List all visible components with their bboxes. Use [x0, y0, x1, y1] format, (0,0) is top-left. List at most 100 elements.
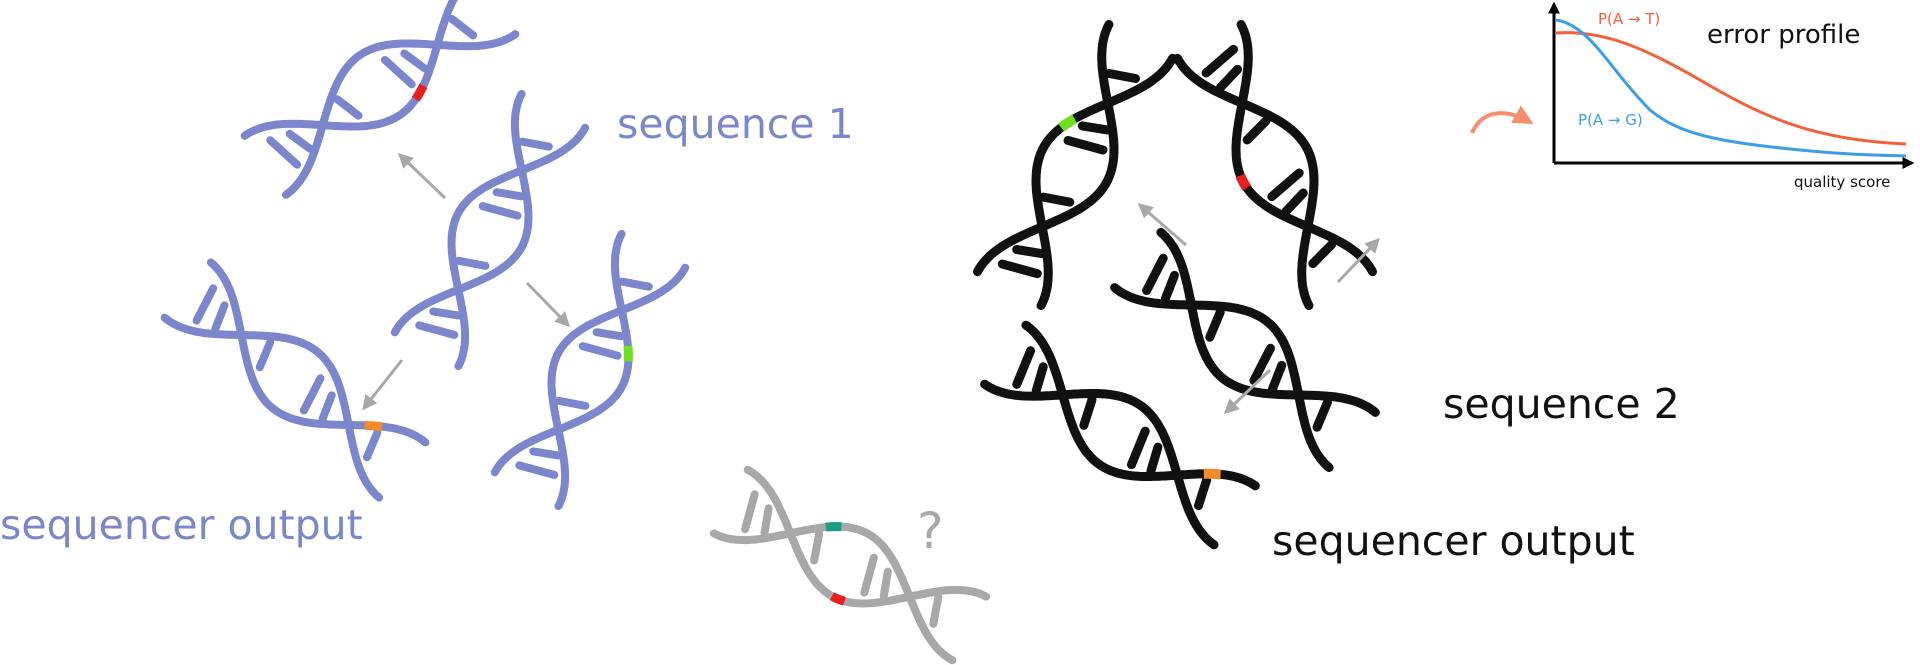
mutation-site	[623, 345, 633, 362]
base-pair-rung	[1160, 270, 1179, 304]
lineage-arrow	[525, 281, 571, 328]
base-pair-rung	[997, 259, 1042, 279]
mutation-site	[1058, 114, 1077, 132]
base-pair-rung	[1215, 64, 1243, 93]
error-profile-arrow	[1470, 105, 1534, 134]
sequencer-output-label-left: sequencer output	[0, 501, 363, 549]
helix-left-top	[240, 0, 520, 199]
helix-strand-2	[240, 0, 479, 140]
base-pair-rung	[255, 338, 275, 372]
helix-strand-1	[1110, 283, 1334, 473]
base-pair-rung	[1038, 192, 1075, 207]
base-pair-rung	[363, 428, 382, 462]
base-pair-rung	[492, 188, 526, 201]
base-pair-rung	[1193, 475, 1212, 511]
x-axis-label: quality score	[1794, 173, 1891, 191]
helix-strand-2	[1156, 227, 1380, 417]
question-mark: ?	[917, 502, 944, 560]
base-pair-rung	[810, 530, 824, 565]
base-pair-rung	[429, 307, 462, 320]
mutation-site	[411, 83, 428, 102]
base-pair-rung	[879, 567, 892, 601]
helix-query	[709, 465, 991, 665]
mutation-site	[1235, 173, 1251, 191]
sequencer-output-label-right: sequencer output	[1272, 517, 1635, 565]
base-pair-rung	[211, 301, 229, 333]
base-pair-rung	[1063, 135, 1108, 155]
helix-strand-1	[1031, 53, 1178, 311]
base-pair-rung	[380, 55, 416, 89]
helix-strand-1	[709, 522, 957, 665]
base-pair-rung	[400, 49, 429, 73]
mutation-site	[1203, 468, 1221, 480]
base-pair-rung	[1249, 343, 1275, 386]
base-pair-rung	[618, 277, 653, 291]
sequence-2-label: sequence 2	[1443, 380, 1680, 428]
base-pair-rung	[266, 136, 302, 169]
base-pair-rung	[1012, 346, 1036, 389]
base-pair-rung	[333, 95, 363, 120]
helix-strand-1	[1172, 53, 1319, 311]
base-pair-rung	[1242, 116, 1271, 145]
sequence-1-label: sequence 1	[617, 100, 854, 148]
mutation-site	[364, 420, 383, 432]
helix-right-upper	[1172, 19, 1378, 311]
series-line-a-to-t	[1555, 31, 1907, 146]
lineage-arrow	[1223, 368, 1272, 415]
base-pair-rung	[1268, 360, 1287, 394]
series-label-a-to-g: P(A → G)	[1578, 111, 1643, 129]
base-pair-rung	[529, 447, 562, 460]
base-pair-rung	[1031, 362, 1048, 396]
base-pair-rung	[1142, 253, 1168, 296]
base-pair-rung	[1205, 307, 1225, 342]
lineage-arrow	[397, 152, 447, 200]
helix-strand-1	[160, 313, 384, 502]
helix-left-center	[390, 89, 590, 371]
base-pair-rung	[415, 321, 459, 339]
base-pair-rung	[192, 284, 218, 325]
helix-strand-1	[447, 123, 590, 371]
helix-strand-1	[281, 30, 520, 199]
helix-strand-2	[490, 229, 633, 477]
base-pair-rung	[518, 137, 553, 151]
helix-right-center	[1110, 227, 1380, 473]
base-pair-rung	[1146, 442, 1163, 476]
base-pair-rung	[1312, 397, 1332, 432]
helix-left-right	[490, 229, 690, 511]
base-pair-rung	[555, 396, 590, 410]
series-label-a-to-t: P(A → T)	[1598, 10, 1661, 28]
lineage-arrow	[1137, 203, 1187, 247]
series-line-a-to-g	[1555, 18, 1907, 158]
mutation-site	[829, 592, 846, 606]
error-profile-title: error profile	[1707, 20, 1861, 50]
base-pair-rung	[299, 374, 325, 415]
helix-strand-1	[547, 263, 690, 511]
base-pair-rung	[760, 504, 773, 537]
base-pair-rung	[929, 593, 943, 628]
base-pair-rung	[515, 461, 559, 479]
base-pair-rung	[741, 490, 759, 534]
error-profile-plot	[1548, 1, 1915, 169]
helix-left-bottom	[160, 258, 430, 502]
base-pair-rung	[1126, 426, 1150, 470]
base-pair-rung	[1201, 44, 1239, 78]
helix-strand-2	[972, 19, 1119, 277]
base-pair-rung	[1267, 168, 1304, 202]
base-pair-rung	[318, 391, 336, 423]
base-pair-rung	[285, 129, 314, 153]
base-pair-rung	[1308, 239, 1337, 269]
base-pair-rung	[1281, 188, 1308, 216]
base-pair-rung	[478, 202, 522, 220]
helix-strand-1	[980, 379, 1219, 550]
base-pair-rung	[1077, 121, 1112, 135]
mutation-site	[825, 522, 842, 532]
helix-right-left	[972, 19, 1178, 311]
base-pair-rung	[1104, 68, 1141, 84]
base-pair-rung	[592, 328, 626, 341]
lineage-arrow	[1336, 237, 1381, 284]
helix-right-bottom	[980, 320, 1260, 550]
base-pair-rung	[1012, 244, 1046, 259]
lineage-arrow	[362, 359, 404, 411]
base-pair-rung	[578, 342, 622, 360]
